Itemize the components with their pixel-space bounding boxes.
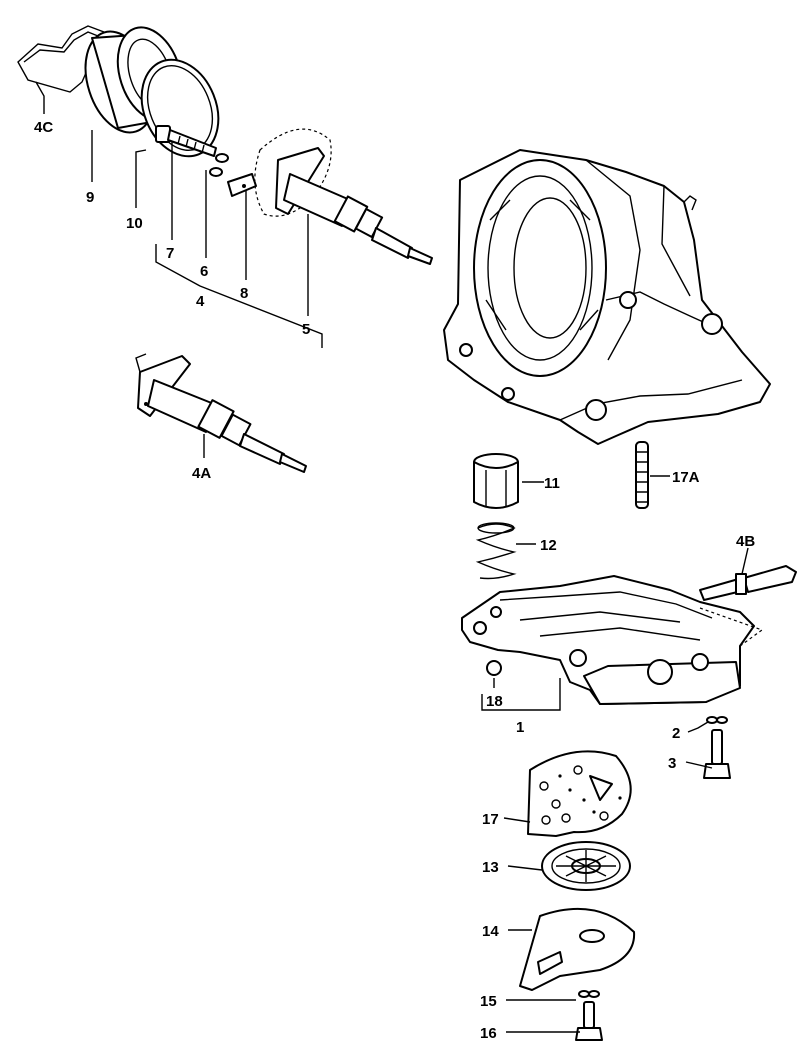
part-18-ball <box>486 660 502 676</box>
label-6: 6 <box>200 263 208 280</box>
part-17-gasket-plate <box>527 750 632 837</box>
label-1: 1 <box>516 719 524 736</box>
part-7-bolt <box>155 125 217 157</box>
label-17a: 17A <box>672 469 700 486</box>
part-4b-pipe <box>699 565 797 601</box>
label-17: 17 <box>482 811 499 828</box>
part-16-bolt <box>575 1001 603 1041</box>
label-13: 13 <box>482 859 499 876</box>
label-14: 14 <box>482 923 499 940</box>
part-8-plate <box>227 173 257 197</box>
label-5: 5 <box>302 321 310 338</box>
label-10: 10 <box>126 215 143 232</box>
label-3: 3 <box>668 755 676 772</box>
part-1-valve-body <box>461 575 764 705</box>
label-18: 18 <box>486 693 503 710</box>
part-13-screen <box>541 841 631 891</box>
part-5-shaft <box>254 128 433 265</box>
part-6-washer <box>209 153 229 177</box>
label-2: 2 <box>672 725 680 742</box>
label-15: 15 <box>480 993 497 1010</box>
label-4c: 4C <box>34 119 53 136</box>
part-3-bolt <box>703 729 731 779</box>
part-4c-wire-clip <box>17 25 105 93</box>
label-11: 11 <box>544 475 560 492</box>
part-12-spring <box>475 522 517 580</box>
label-4b: 4B <box>736 533 755 550</box>
bracket-group-4 <box>155 244 323 348</box>
label-8: 8 <box>240 285 248 302</box>
part-2-washer <box>706 716 728 724</box>
part-14-strainer-cover <box>519 907 636 991</box>
label-12: 12 <box>540 537 557 554</box>
part-17a-strainer-tube <box>635 441 649 509</box>
label-4: 4 <box>196 293 205 310</box>
transmission-housing <box>443 149 771 445</box>
label-16: 16 <box>480 1025 497 1042</box>
leader-lines <box>35 81 749 1033</box>
label-9: 9 <box>86 189 94 206</box>
part-11-filter <box>473 453 519 509</box>
label-7: 7 <box>166 245 174 262</box>
bracket-group-1 <box>481 678 561 711</box>
label-4a: 4A <box>192 465 211 482</box>
part-4a-shaft <box>135 353 307 473</box>
part-15-washer <box>578 990 600 998</box>
